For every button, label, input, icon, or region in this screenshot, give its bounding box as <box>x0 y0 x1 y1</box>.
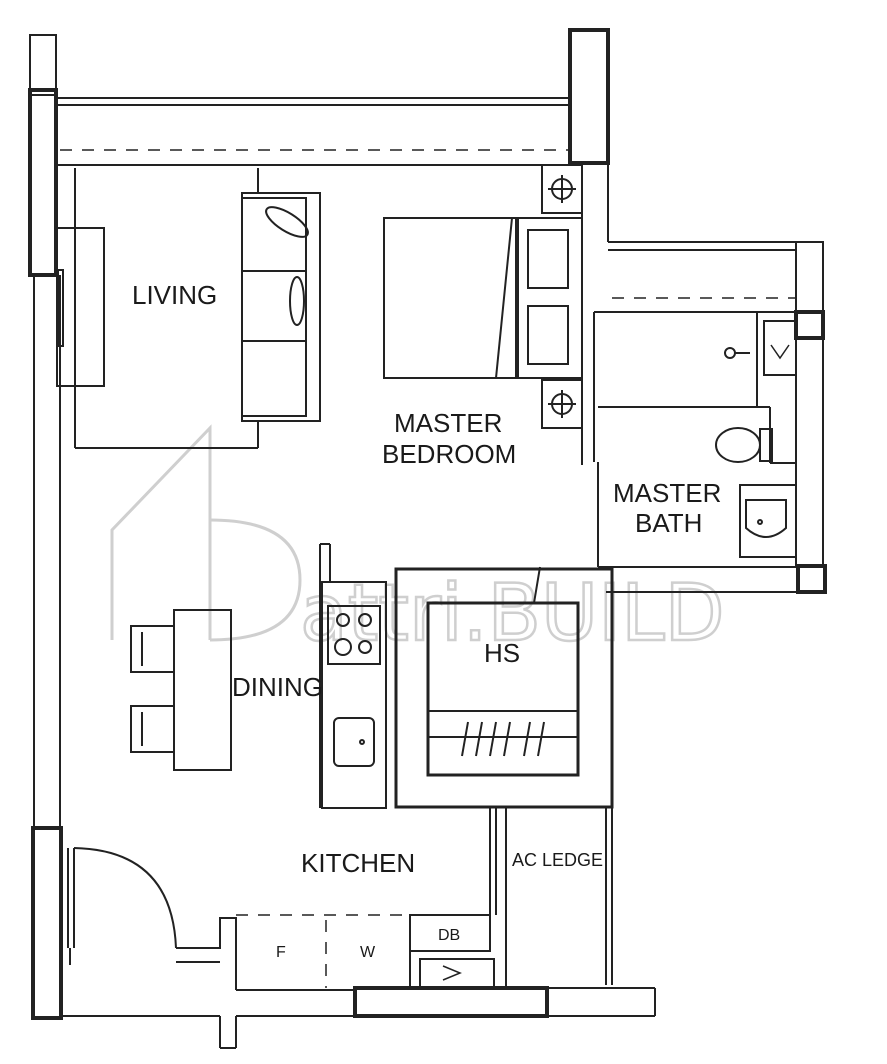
label-household-shelter: HS <box>484 638 520 668</box>
label-washer: W <box>360 944 376 961</box>
tv-console <box>56 227 105 387</box>
bed <box>383 164 583 429</box>
appliance-zone <box>176 914 410 990</box>
sofa <box>241 192 321 422</box>
left-wall <box>28 34 63 1020</box>
label-db: DB <box>438 927 460 944</box>
label-master-bath-2: BATH <box>635 508 702 538</box>
household-shelter <box>394 566 614 809</box>
kitchen-counter <box>319 543 387 809</box>
label-master-bath-1: MASTER <box>613 478 721 508</box>
label-dining: DINING <box>232 672 323 702</box>
label-living: LIVING <box>132 280 217 310</box>
label-fridge: F <box>276 944 286 961</box>
top-balcony <box>56 28 610 166</box>
dining-set <box>130 609 232 771</box>
bottom-wall <box>60 986 656 1049</box>
label-ac-ledge: AC LEDGE <box>512 850 603 870</box>
entrance-door <box>61 847 177 965</box>
label-kitchen: KITCHEN <box>301 848 415 878</box>
label-master-bedroom-1: MASTER <box>394 408 502 438</box>
master-bath-block <box>593 241 827 594</box>
db-cabinet <box>409 914 495 990</box>
label-master-bedroom-2: BEDROOM <box>382 439 516 469</box>
ac-ledge-area <box>489 808 613 988</box>
